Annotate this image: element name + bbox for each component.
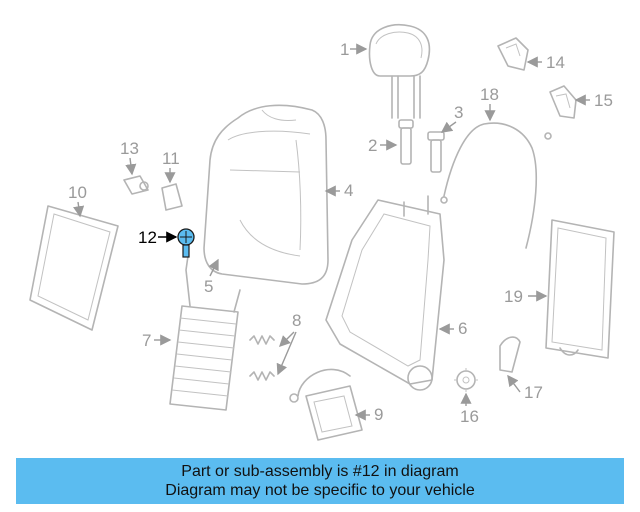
label-7: 7 [142, 331, 151, 350]
part-18-cable [440, 122, 552, 249]
part-15-trim [549, 85, 577, 119]
part-10-panel [29, 205, 119, 331]
part-16-gear [454, 368, 478, 392]
leader-17 [507, 374, 521, 393]
banner-line-1: Part or sub-assembly is #12 in diagram [181, 463, 459, 480]
label-10: 10 [68, 183, 87, 202]
label-13: 13 [120, 139, 139, 158]
part-7-lumbar [169, 255, 241, 411]
part-14-trim [497, 37, 529, 71]
info-banner: Part or sub-assembly is #12 in diagram D… [16, 458, 624, 504]
part-8-springs [249, 335, 275, 381]
label-1: 1 [340, 40, 349, 59]
part-4-cushion [203, 104, 329, 285]
label-16: 16 [460, 407, 479, 426]
leader-13 [125, 157, 137, 176]
part-17-handle [499, 336, 521, 373]
leader-5 [208, 258, 219, 277]
label-4: 4 [344, 181, 353, 200]
leader-10 [73, 201, 85, 218]
label-11: 11 [162, 149, 180, 168]
leader-8b [276, 331, 297, 376]
parts-diagram: 1 2 3 4 5 6 [29, 24, 615, 441]
label-8: 8 [292, 311, 301, 330]
part-12-fastener [177, 228, 195, 258]
part-2-guide [398, 119, 414, 165]
label-6: 6 [458, 319, 467, 338]
leader-3 [440, 121, 457, 133]
part-6-frame [325, 195, 445, 391]
banner-line-2: Diagram may not be specific to your vehi… [165, 482, 475, 499]
leader-8a [279, 331, 295, 347]
label-18: 18 [480, 85, 499, 104]
label-9: 9 [374, 405, 383, 424]
label-12: 12 [138, 228, 157, 247]
part-11-clip [161, 183, 183, 211]
label-3: 3 [454, 103, 463, 122]
label-15: 15 [594, 91, 613, 110]
part-13-clip [123, 175, 149, 195]
part-1-headrest [368, 24, 431, 119]
label-19: 19 [504, 287, 523, 306]
label-2: 2 [368, 136, 377, 155]
label-14: 14 [546, 53, 565, 72]
label-5: 5 [204, 277, 213, 296]
part-3-guide [427, 131, 445, 173]
part-19-panel [545, 219, 615, 359]
part-9-module [289, 368, 363, 441]
label-17: 17 [524, 383, 543, 402]
